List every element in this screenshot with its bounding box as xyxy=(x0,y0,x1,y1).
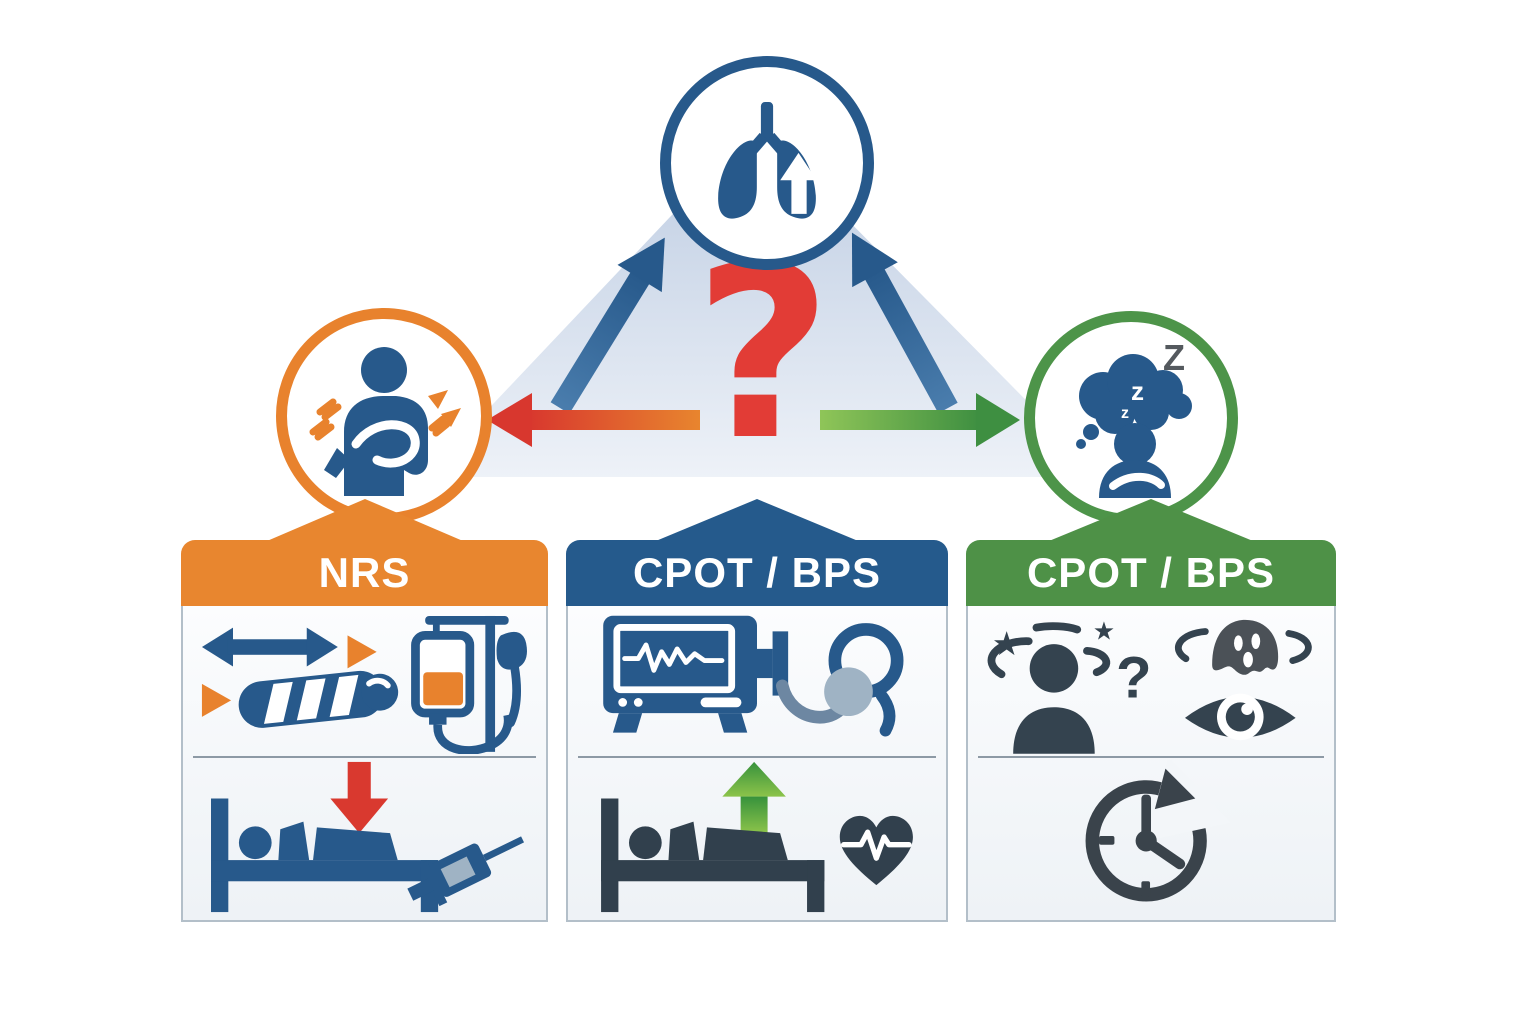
panel-cpot-bps-delirium: CPOT / BPS ★ ★ ? xyxy=(966,499,1336,922)
sleep-z-icon: Z xyxy=(1163,338,1185,378)
node-respiration xyxy=(660,56,874,270)
pain-zigzag-icon xyxy=(309,398,451,441)
cpot-row2-icons xyxy=(601,761,913,913)
red-down-arrow-icon xyxy=(329,761,388,834)
central-question-mark: ? xyxy=(693,216,833,493)
nrs-row1-icons xyxy=(201,615,527,754)
bandage-icon xyxy=(238,670,398,728)
clock-history-icon xyxy=(1085,760,1231,902)
node-sedation: z z Z xyxy=(1024,311,1238,525)
panel-row xyxy=(568,606,946,756)
panel-pointer xyxy=(1049,499,1253,541)
panel-pointer xyxy=(651,499,863,543)
ventilator-monitor-icon xyxy=(603,615,789,733)
left-arrow-icon xyxy=(487,393,700,447)
thought-cloud-icon xyxy=(1076,354,1192,449)
delirium-row1-icons: ★ ★ ? xyxy=(987,617,1312,754)
hallucination-ghost-icon xyxy=(1174,619,1312,675)
up-arrow-right-icon xyxy=(851,232,958,414)
up-arrow-left-icon xyxy=(550,237,665,414)
oxygen-mask-icon xyxy=(775,623,904,737)
green-up-arrow-icon xyxy=(722,761,786,834)
panel-delirium-body: ★ ★ ? xyxy=(966,606,1336,922)
panel-cpot-title: CPOT / BPS xyxy=(632,549,882,596)
nrs-row2-icons xyxy=(210,761,524,913)
syringe-icon xyxy=(406,836,524,907)
panel-cpot-body xyxy=(566,606,948,922)
panel-row xyxy=(183,606,546,756)
delirium-row2-icons xyxy=(1085,760,1231,902)
panel-row: ★ ★ ? xyxy=(968,606,1334,756)
increase-arrow-icon xyxy=(780,152,817,214)
pain-spark-icon xyxy=(441,408,461,427)
panel-delirium-title: CPOT / BPS xyxy=(1026,549,1276,596)
row-divider xyxy=(193,756,536,758)
star-icon: ★ xyxy=(992,625,1022,662)
right-arrow-icon xyxy=(820,393,1020,447)
cpot-row1-icons xyxy=(603,615,904,737)
patient-in-bed-icon xyxy=(210,798,438,913)
patient-in-bed-icon xyxy=(601,798,825,913)
orange-triangle-icon xyxy=(201,683,231,717)
panel-row xyxy=(183,758,546,916)
panel-cpot-bps: CPOT / BPS xyxy=(566,499,948,922)
panel-nrs: NRS xyxy=(181,499,548,922)
pain-spark-icon xyxy=(428,390,448,409)
heart-ecg-icon xyxy=(839,815,913,886)
orange-triangle-icon xyxy=(347,635,377,669)
panel-row xyxy=(568,758,946,916)
panel-delirium-header: CPOT / BPS xyxy=(966,540,1336,606)
eye-icon xyxy=(1184,693,1296,741)
light-beam xyxy=(424,198,1102,477)
question-glyph: ? xyxy=(1116,646,1152,711)
dizzy-person-icon: ★ ★ xyxy=(987,617,1116,754)
panel-cpot-header: CPOT / BPS xyxy=(566,540,948,606)
panel-nrs-title: NRS xyxy=(318,549,411,596)
row-divider xyxy=(578,756,936,758)
left-right-arrow-icon xyxy=(201,627,338,667)
lungs-ventilation-icon xyxy=(718,102,817,219)
iv-drip-icon xyxy=(410,615,527,754)
node-pain xyxy=(276,308,492,524)
panel-row xyxy=(968,758,1334,916)
panel-pointer xyxy=(266,499,463,541)
sleep-z-icon: z xyxy=(1131,376,1144,406)
star-icon: ★ xyxy=(1093,617,1116,645)
panel-nrs-header: NRS xyxy=(181,540,548,606)
panel-nrs-body xyxy=(181,606,548,922)
row-divider xyxy=(978,756,1324,758)
sedation-sleep-patient-icon: z z Z xyxy=(1076,338,1192,498)
pain-patient-icon xyxy=(309,347,461,496)
sleep-z-icon: z xyxy=(1121,405,1129,422)
